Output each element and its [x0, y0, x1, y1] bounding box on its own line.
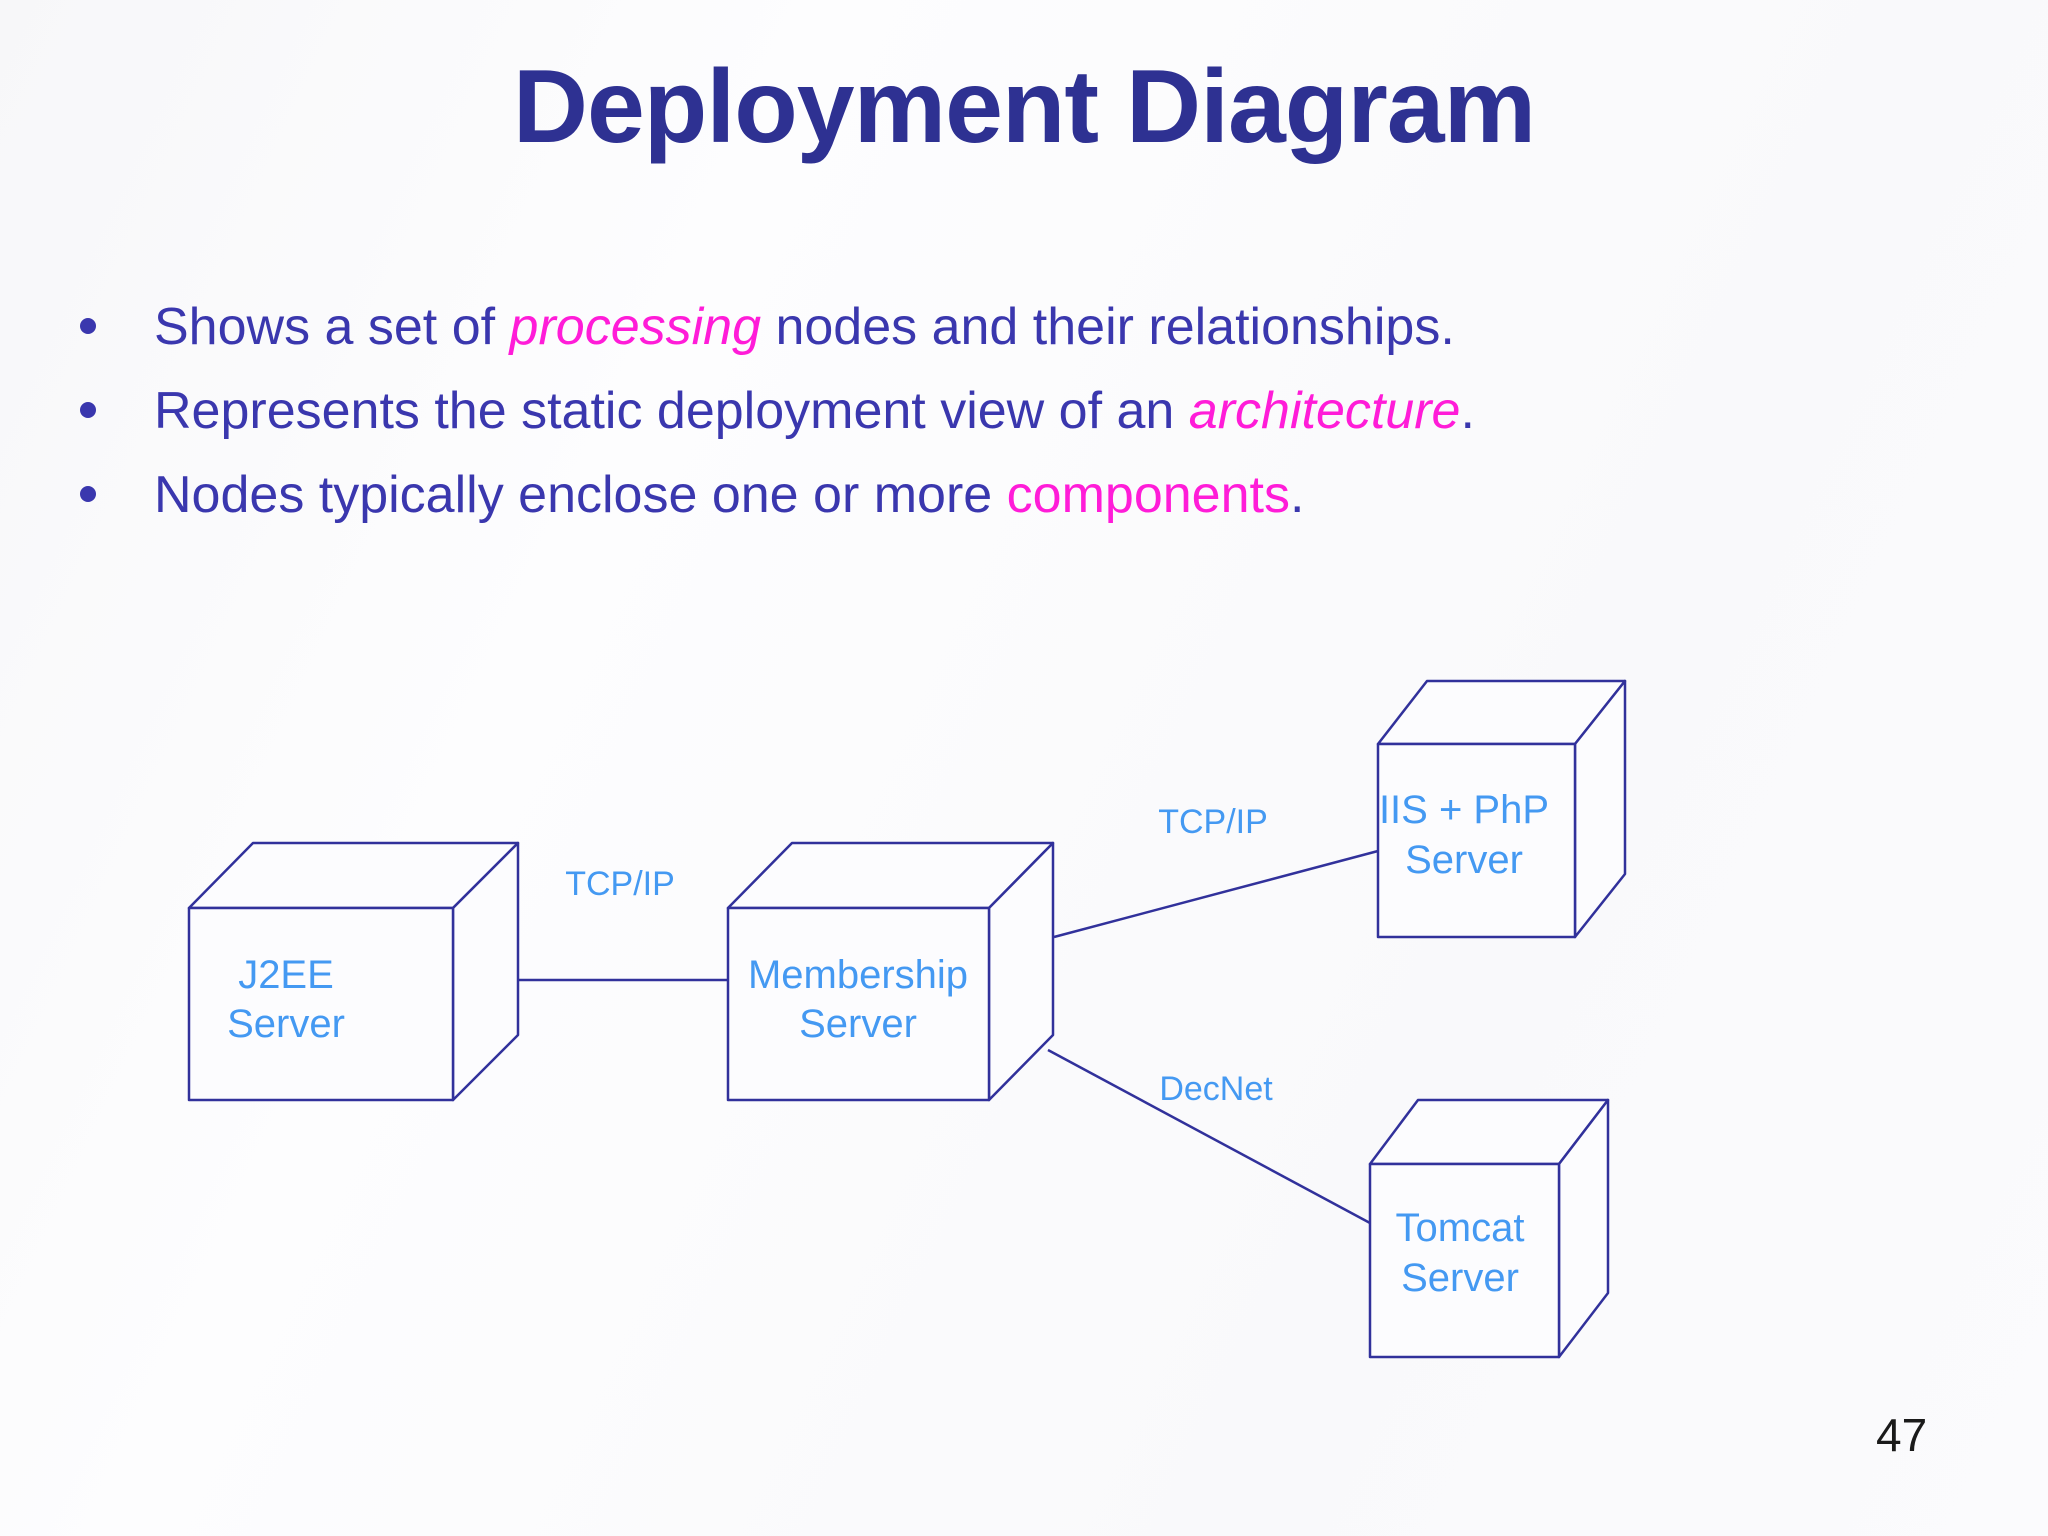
bullet-text-highlight: architecture: [1188, 382, 1461, 440]
node-j2ee-front-face: [187, 906, 455, 1102]
node-iis-php-label-line2: Server: [1405, 838, 1523, 882]
link-membership-tomcat: [1047, 1048, 1371, 1225]
bullet-text-segment: .: [1460, 382, 1475, 440]
bullet-marker: [80, 486, 96, 502]
node-tomcat-label-line1: Tomcat: [1396, 1206, 1525, 1250]
node-membership-label-line2: Server: [799, 1002, 917, 1046]
bullet-text-segment: Shows a set of: [154, 298, 510, 356]
node-membership: Membership Server: [726, 841, 1055, 1102]
bullet-marker: [80, 318, 96, 334]
bullet-list: Shows a set of processing nodes and thei…: [78, 298, 1898, 550]
bullet-text-segment: Nodes typically enclose one or more: [154, 466, 1007, 524]
link-membership-iis: [1053, 849, 1379, 939]
slide-title: Deployment Diagram: [512, 49, 1536, 165]
link-label-decnet: DecNet: [1159, 1070, 1273, 1108]
page-number: 47: [1876, 1409, 1928, 1461]
node-iis-php-front-face: [1376, 742, 1577, 939]
link-label-tcpip-left: TCP/IP: [565, 865, 675, 903]
node-j2ee: J2EE Server: [187, 841, 520, 1102]
bullet-text-highlight: components: [1006, 466, 1290, 524]
node-iis-php-label-line1: IIS + PhP: [1379, 788, 1549, 832]
node-membership-label-line1: Membership: [748, 953, 968, 997]
bullet-text-segment: Represents the static deployment view of…: [154, 382, 1189, 440]
bullet-item-3: Nodes typically enclose one or more comp…: [78, 466, 1898, 524]
node-tomcat: Tomcat Server: [1368, 1098, 1610, 1359]
node-j2ee-label-line2: Server: [227, 1002, 345, 1046]
link-label-tcpip-right: TCP/IP: [1158, 803, 1268, 841]
node-iis-php: IIS + PhP Server: [1376, 679, 1627, 939]
bullet-item-2: Represents the static deployment view of…: [78, 382, 1898, 440]
node-membership-front-face: [726, 906, 991, 1102]
node-j2ee-label-line1: J2EE: [238, 953, 334, 997]
node-tomcat-front-face: [1368, 1162, 1561, 1359]
bullet-text-highlight: processing: [509, 298, 761, 356]
node-tomcat-label-line2: Server: [1401, 1256, 1519, 1300]
bullet-text-segment: nodes and their relationships.: [761, 298, 1455, 356]
bullet-marker: [80, 402, 96, 418]
bullet-text-segment: .: [1289, 466, 1305, 524]
bullet-item-1: Shows a set of processing nodes and thei…: [78, 298, 1898, 356]
